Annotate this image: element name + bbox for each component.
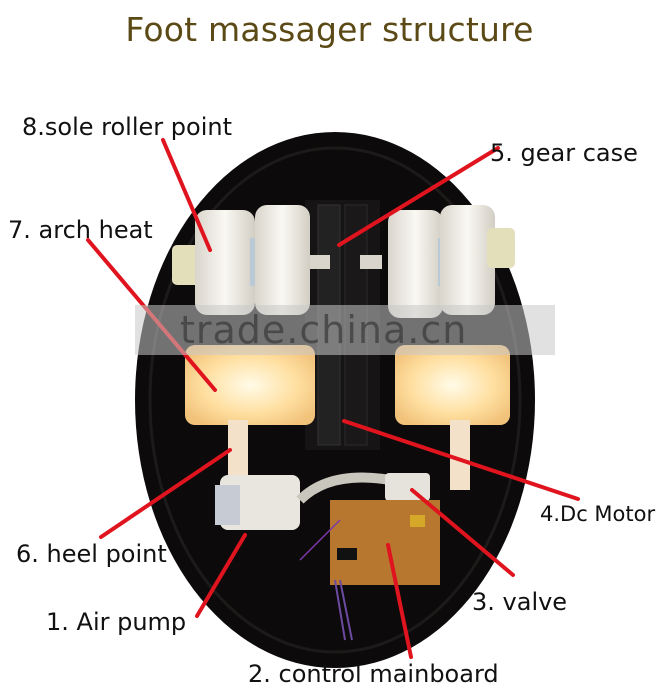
control-mainboard bbox=[299, 500, 440, 641]
label-gear-case: 5. gear case bbox=[490, 139, 638, 167]
air-pump bbox=[215, 475, 300, 530]
label-sole-roller-point: 8.sole roller point bbox=[22, 113, 232, 141]
label-arch-heat: 7. arch heat bbox=[8, 216, 153, 244]
watermark-band bbox=[135, 305, 555, 355]
label-control-mainboard: 2. control mainboard bbox=[248, 660, 499, 688]
callout-line-2 bbox=[386, 543, 413, 659]
left-arch-heat-pad bbox=[185, 345, 315, 425]
callout-line-5 bbox=[337, 146, 500, 247]
label-heel-point: 6. heel point bbox=[16, 540, 167, 568]
valve bbox=[385, 473, 430, 501]
diagram-title: Foot massager structure bbox=[125, 10, 534, 49]
watermark: trade.china.cn bbox=[180, 308, 468, 352]
callout-line-3 bbox=[410, 488, 515, 577]
label-air-pump: 1. Air pump bbox=[46, 608, 187, 636]
callout-line-4 bbox=[342, 419, 580, 501]
callout-line-6 bbox=[99, 448, 232, 539]
label-valve: 3. valve bbox=[472, 588, 568, 616]
right-arch-heat-pad bbox=[395, 345, 510, 425]
label-dc-motor: 4.Dc Motor bbox=[540, 502, 656, 526]
right-roller-assembly bbox=[360, 205, 515, 318]
callout-line-8 bbox=[161, 138, 212, 252]
callout-line-1 bbox=[195, 533, 247, 618]
left-roller-assembly bbox=[172, 205, 330, 315]
